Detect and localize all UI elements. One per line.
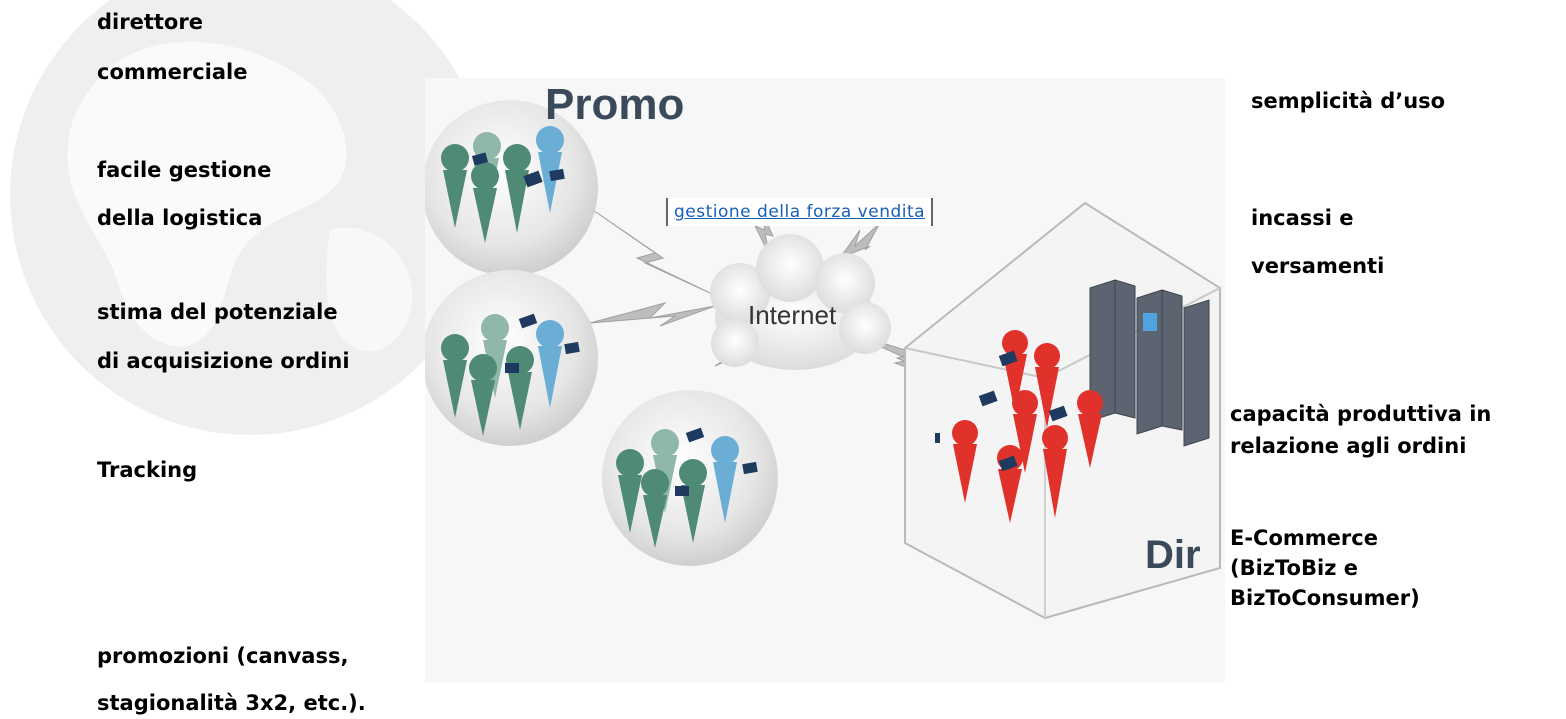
office-room [904, 201, 1221, 620]
label-capacita-line1: capacità produttiva in [1230, 402, 1492, 426]
internet-cloud [710, 234, 891, 370]
globe-watermark [10, 0, 490, 435]
diagram-artwork [425, 100, 1221, 620]
label-promozioni-line1: promozioni (canvass, [97, 644, 349, 668]
label-promozioni-line2: stagionalità 3x2, etc.). [97, 691, 366, 715]
label-logistica-line2: della logistica [97, 206, 263, 230]
label-incassi-line2: versamenti [1251, 254, 1385, 278]
sales-team-bubble-3 [602, 390, 778, 566]
sales-team-bubble-2 [425, 270, 598, 446]
dir-title: Dir [1145, 533, 1201, 577]
sales-force-link-box: gestione della forza vendita [666, 198, 934, 226]
sales-force-link[interactable]: gestione della forza vendita [674, 202, 926, 222]
label-logistica-line1: facile gestione [97, 158, 272, 182]
label-semplicita: semplicità d’uso [1251, 89, 1446, 113]
label-ecommerce-line1: E-Commerce [1230, 526, 1378, 550]
label-ecommerce-line2: (BizToBiz e [1230, 556, 1358, 580]
sales-team-bubble-1 [425, 100, 598, 276]
label-ecommerce-line3: BizToConsumer) [1230, 586, 1420, 610]
label-tracking: Tracking [97, 458, 198, 482]
network-diagram [425, 78, 1225, 683]
internet-label: Internet [748, 300, 837, 330]
label-direttore-line2: commerciale [97, 60, 248, 84]
promo-title: Promo [545, 80, 685, 129]
label-direttore-line1: direttore [97, 10, 203, 34]
label-incassi-line1: incassi e [1251, 206, 1354, 230]
label-capacita-line2: relazione agli ordini [1230, 434, 1467, 458]
label-potenziale-line1: stima del potenziale [97, 300, 338, 324]
label-potenziale-line2: di acquisizione ordini [97, 349, 350, 373]
